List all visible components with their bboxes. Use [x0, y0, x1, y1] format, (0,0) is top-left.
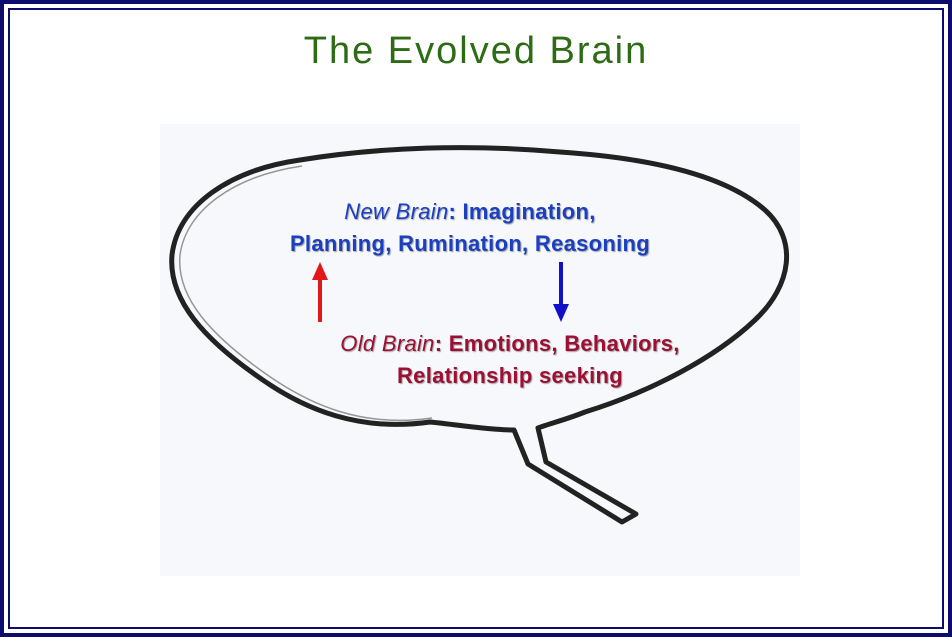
new-brain-functions-1: : Imagination, — [448, 199, 596, 224]
brain-outline-echo — [179, 165, 433, 422]
page-title: The Evolved Brain — [303, 30, 649, 72]
sketch-background — [160, 124, 800, 576]
new-brain-term: New Brain — [344, 199, 449, 224]
up-arrow-icon — [312, 262, 328, 322]
new-brain-label: New Brain: Imagination, Planning, Rumina… — [230, 196, 710, 260]
old-brain-line-1: Old Brain: Emotions, Behaviors, — [270, 328, 750, 360]
down-arrow-icon — [553, 262, 569, 322]
inner-frame — [8, 8, 944, 629]
brain-outline — [169, 145, 790, 525]
new-brain-line-2: Planning, Rumination, Reasoning — [289, 231, 651, 256]
old-brain-term: Old Brain — [340, 331, 435, 356]
old-brain-functions-1: : Emotions, Behaviors, — [434, 331, 680, 356]
old-brain-label: Old Brain: Emotions, Behaviors, Relation… — [270, 328, 750, 392]
new-brain-line-1: New Brain: Imagination, — [230, 196, 710, 228]
old-brain-line-2: Relationship seeking — [396, 363, 624, 388]
